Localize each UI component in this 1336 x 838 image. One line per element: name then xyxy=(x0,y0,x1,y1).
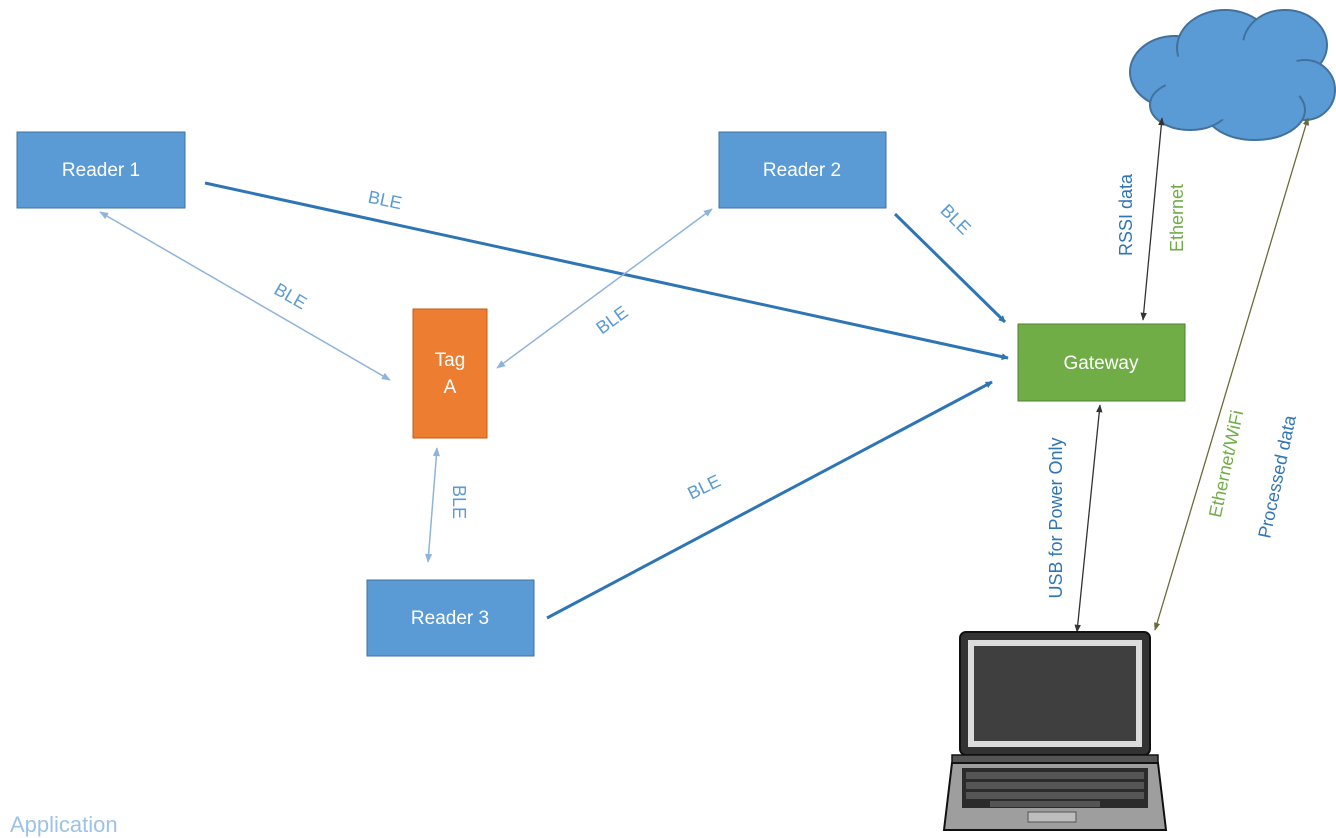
gateway-node: Gateway xyxy=(1017,323,1186,402)
arrow-tag-reader1 xyxy=(99,211,391,381)
reader-1-label: Reader 1 xyxy=(62,160,140,181)
reader-1-node: Reader 1 xyxy=(16,131,186,209)
reader-3-label: Reader 3 xyxy=(411,608,489,629)
rssi-data-label: RSSI data xyxy=(1116,173,1136,256)
tag-label-line1: Tag xyxy=(435,350,466,371)
ble-label-tag-reader3: BLE xyxy=(449,485,469,519)
gateway-label: Gateway xyxy=(1064,353,1139,374)
reader-3-node: Reader 3 xyxy=(366,579,535,657)
application-caption: Application xyxy=(10,812,118,837)
arrow-gateway-laptop xyxy=(1074,404,1103,633)
ethernet-wifi-label: Ethernet/WiFi xyxy=(1205,408,1247,519)
ble-label-reader2-gateway: BLE xyxy=(937,200,975,238)
arrow-reader2-gateway xyxy=(893,212,1007,324)
reader-2-node: Reader 2 xyxy=(718,131,887,209)
tag-a-node: Tag A xyxy=(412,308,488,439)
arrow-reader3-gateway xyxy=(546,380,993,620)
cloud-icon xyxy=(1129,9,1336,141)
ble-label-reader3-gateway: BLE xyxy=(684,471,723,504)
tag-label-line2: A xyxy=(444,377,457,398)
laptop-icon xyxy=(942,631,1168,831)
processed-data-label: Processed data xyxy=(1254,413,1300,540)
arrow-cloud-laptop xyxy=(1153,117,1310,631)
ethernet-label: Ethernet xyxy=(1167,184,1187,252)
arrow-gateway-cloud xyxy=(1140,117,1165,321)
reader-2-label: Reader 2 xyxy=(763,160,841,181)
arrow-tag-reader2 xyxy=(496,208,713,369)
arrow-tag-reader3 xyxy=(425,447,440,563)
ble-label-reader1-gateway: BLE xyxy=(366,187,403,214)
ble-label-tag-reader2: BLE xyxy=(592,302,631,338)
usb-power-label: USB for Power Only xyxy=(1046,437,1066,598)
ble-label-reader1-tag: BLE xyxy=(271,279,310,313)
